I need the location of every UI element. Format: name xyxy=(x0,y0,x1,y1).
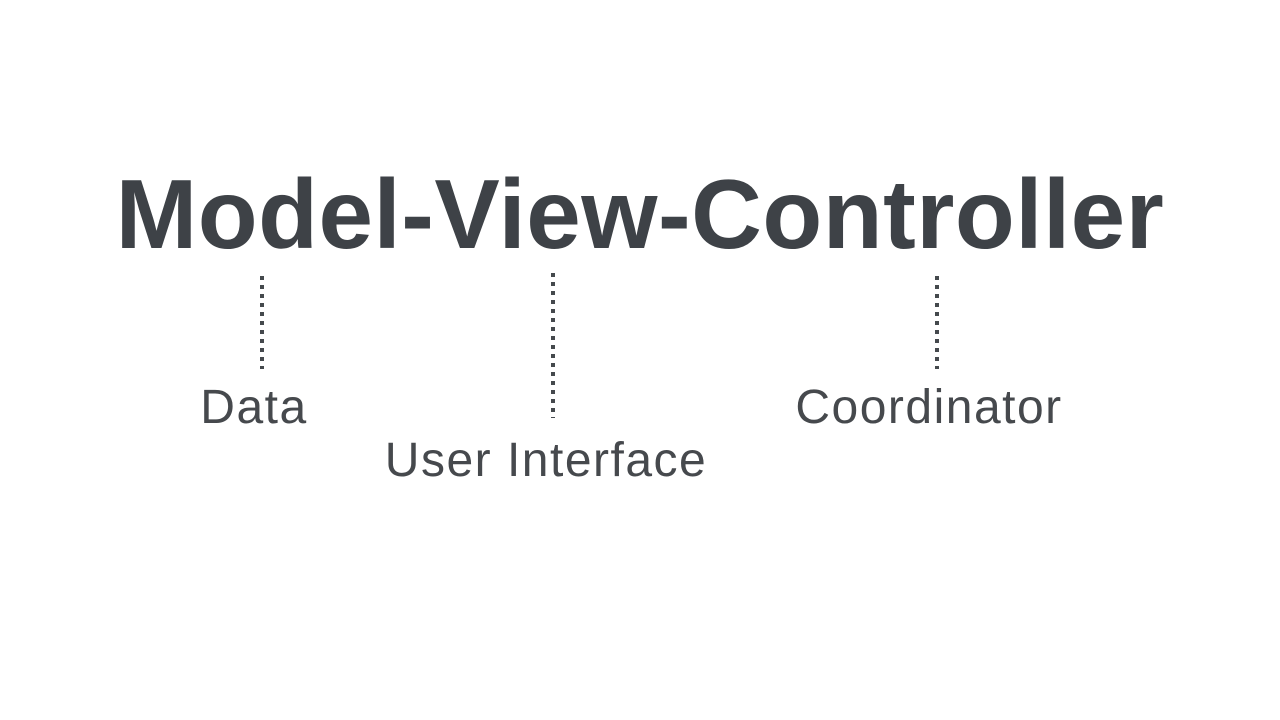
label-view-meaning: User Interface xyxy=(384,434,708,487)
diagram-title: Model-View-Controller xyxy=(115,159,1165,269)
dotted-connector-model xyxy=(260,276,264,369)
dotted-connector-controller xyxy=(935,276,939,369)
label-model-meaning: Data xyxy=(200,381,308,434)
dotted-connector-view xyxy=(551,273,555,418)
label-controller-meaning: Coordinator xyxy=(795,381,1063,434)
